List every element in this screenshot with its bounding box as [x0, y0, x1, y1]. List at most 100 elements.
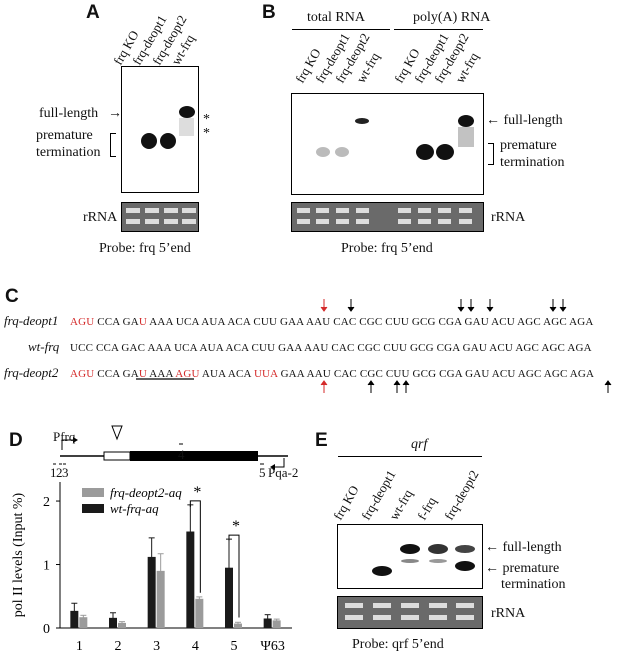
codon: UCA — [175, 316, 199, 328]
codon: CGC — [359, 368, 383, 380]
codon: GCG — [411, 316, 436, 328]
gene-map — [53, 425, 288, 470]
codon: GAU — [122, 316, 147, 328]
seq-name: wt-frq — [28, 339, 60, 354]
probe-label: Probe: frq 5’end — [99, 241, 191, 256]
codon: AGC — [517, 316, 541, 328]
codon: CCA — [97, 316, 120, 328]
amplicon-label: 1 — [50, 465, 57, 480]
codon: GAU — [464, 316, 489, 328]
codon: AGU — [70, 368, 95, 380]
panel-a-label: A — [86, 2, 100, 23]
x-tick-label: Ψ63 — [260, 639, 284, 654]
sequence-row: AGU CCA GAU AAA AGU AUA ACA UUA GAA AAU … — [70, 368, 594, 380]
y-tick-label: 1 — [43, 559, 50, 574]
premature-label: premature — [500, 138, 557, 153]
probe-label: Probe: qrf 5’end — [352, 637, 444, 652]
codon: GCG — [412, 368, 437, 380]
sequence-row: UCC CCA GAC AAA UCA AUA ACA CUU GAA AAU … — [70, 342, 592, 354]
total-rna-label: total RNA — [307, 10, 365, 25]
codon: CGA — [438, 316, 462, 328]
codon: CUU — [251, 342, 276, 354]
codon: AGC — [515, 342, 540, 354]
bar — [186, 531, 195, 628]
bar — [234, 623, 242, 628]
codon: GAU — [462, 342, 487, 354]
panel-b-rrna-gel — [291, 202, 484, 232]
lane-label: f-frq — [414, 494, 440, 523]
x-tick-label: 4 — [192, 639, 199, 654]
legend-swatch — [82, 504, 104, 513]
asterisk: * — [203, 126, 210, 141]
codon: AGU — [70, 316, 95, 328]
codon: AAU — [304, 342, 329, 354]
codon: AAU — [306, 368, 331, 380]
amplicon-label: 2 — [56, 465, 63, 480]
codon: GAA — [279, 316, 304, 328]
full-length-label: ← full-length — [485, 540, 562, 555]
mutation-arrows — [136, 299, 612, 393]
panel-e-rrna-gel — [337, 596, 483, 629]
probe-label: Probe: frq 5’end — [341, 241, 433, 256]
bar — [156, 570, 165, 628]
legend-label: wt-frq-aq — [110, 501, 159, 516]
codon: AGC — [543, 368, 568, 380]
codon: ACU — [491, 368, 516, 380]
bar — [225, 567, 233, 628]
codon: AAA — [149, 368, 173, 380]
seq-name: frq-deopt1 — [4, 313, 59, 328]
codon: AAA — [149, 316, 173, 328]
x-tick-label: 5 — [231, 639, 238, 654]
codon: AGC — [517, 368, 542, 380]
codon: ACA — [227, 316, 251, 328]
codon: CUU — [253, 316, 278, 328]
panel-e-blot — [337, 524, 483, 589]
codon: ACA — [227, 368, 252, 380]
bar — [118, 622, 126, 628]
bracket — [110, 133, 116, 157]
codon: AGC — [543, 316, 567, 328]
codon: CUU — [385, 316, 409, 328]
lane-label: wt-frq — [386, 486, 416, 523]
arrow-right-icon: → — [108, 106, 122, 121]
codon: CCA — [97, 368, 120, 380]
bar — [147, 556, 156, 628]
codon: CGA — [439, 368, 463, 380]
bar — [272, 620, 281, 628]
x-tick-label: 1 — [76, 639, 83, 654]
codon: GCG — [410, 342, 434, 354]
amplicon-label: 3 — [62, 465, 69, 480]
codon: AAU — [305, 316, 331, 328]
amplicon-label: 5 — [259, 465, 266, 480]
promoter-label: Pqa-2 — [268, 465, 299, 480]
rrna-label: rRNA — [491, 210, 526, 225]
codon: AGC — [541, 342, 566, 354]
full-length-label: full-length — [39, 106, 99, 121]
codon: GAU — [122, 368, 147, 380]
y-axis-title: pol II levels (Input %) — [11, 492, 26, 617]
codon: ACU — [489, 342, 514, 354]
codon: UCC — [70, 342, 94, 354]
codon: CGC — [357, 342, 381, 354]
panel-e-label: E — [315, 430, 328, 451]
codon: UCA — [174, 342, 198, 354]
codon: AUA — [201, 368, 226, 380]
bar — [109, 617, 117, 628]
significance-bracket — [189, 500, 201, 593]
codon: CAC — [333, 368, 357, 380]
codon: GAA — [278, 342, 302, 354]
seq-name: frq-deopt2 — [4, 365, 59, 380]
divider — [292, 29, 390, 30]
bracket — [488, 143, 494, 165]
codon: CGC — [359, 316, 383, 328]
termination-label: termination — [36, 145, 101, 160]
codon: AUA — [201, 316, 226, 328]
panel-b-label: B — [262, 2, 276, 23]
rrna-label: rRNA — [83, 210, 118, 225]
rrna-label: rRNA — [491, 606, 526, 621]
codon: AAA — [147, 342, 172, 354]
gene-label: qrf — [411, 437, 428, 452]
y-tick-label: 2 — [43, 495, 50, 510]
bar — [70, 610, 79, 628]
